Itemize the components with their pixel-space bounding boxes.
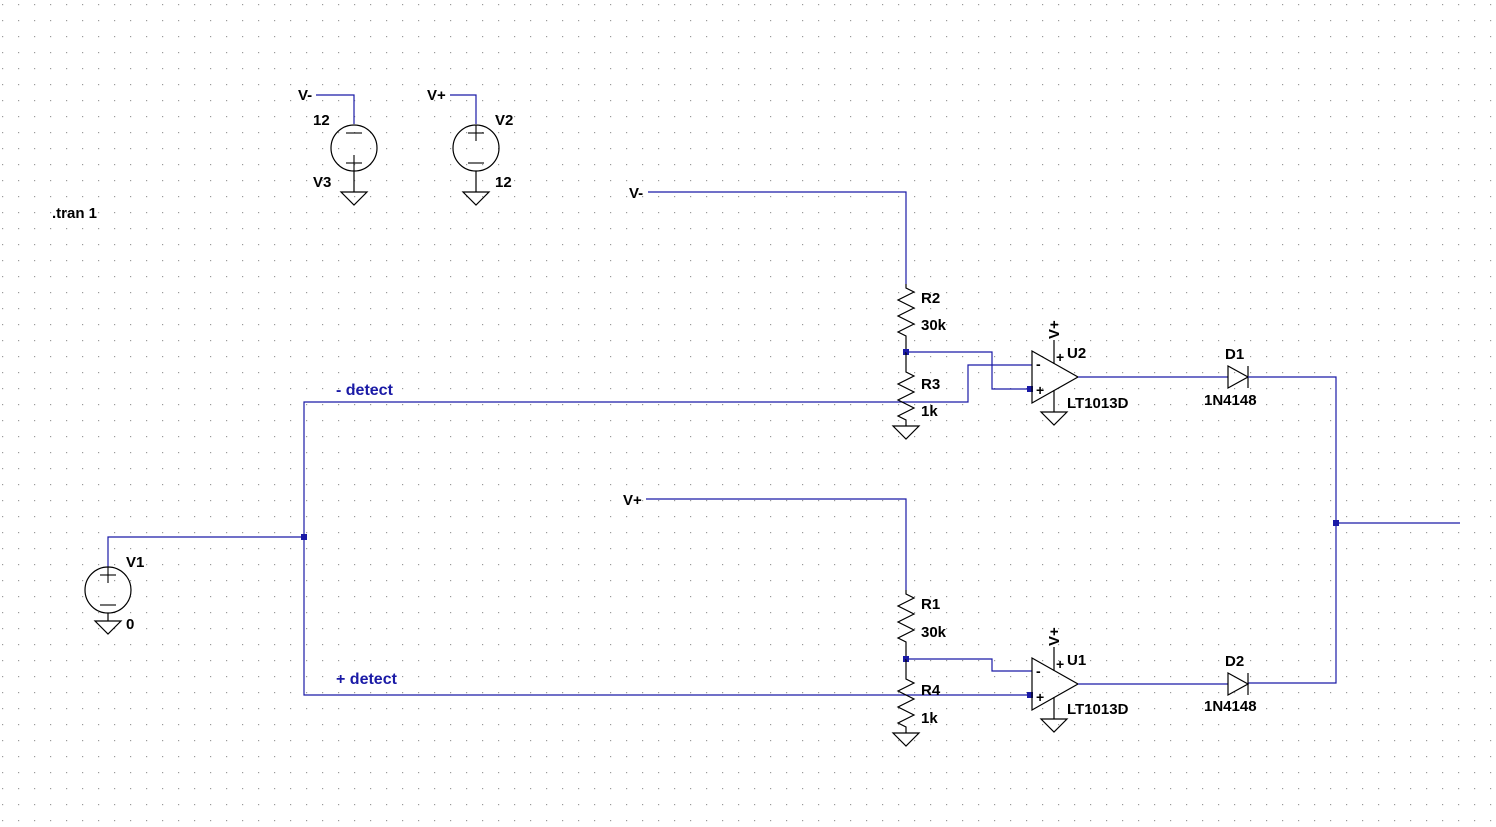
v3-name: V3 bbox=[313, 174, 331, 191]
tran-directive[interactable]: .tran 1 bbox=[52, 205, 97, 222]
v3-net-label: V- bbox=[298, 87, 312, 104]
u2-model: LT1013D bbox=[1067, 395, 1129, 412]
svg-text:+: + bbox=[1036, 382, 1044, 398]
svg-text:-: - bbox=[1036, 356, 1041, 372]
resistor-r2[interactable]: R2 30k bbox=[896, 284, 947, 352]
vplus-net-label[interactable]: V+ bbox=[623, 492, 642, 509]
source-v2[interactable]: V+ V2 12 bbox=[427, 87, 513, 206]
source-v1[interactable]: V1 0 bbox=[84, 536, 304, 635]
d2-name: D2 bbox=[1225, 653, 1244, 670]
r1-name: R1 bbox=[921, 596, 940, 613]
vminus-wire[interactable] bbox=[648, 191, 907, 284]
d2-model: 1N4148 bbox=[1204, 698, 1257, 715]
u2-supply: V+ bbox=[1046, 320, 1063, 339]
v1-name: V1 bbox=[126, 554, 144, 571]
pos-detect-wire[interactable] bbox=[303, 537, 1032, 696]
u1-supply: V+ bbox=[1046, 627, 1063, 646]
v2-name: V2 bbox=[495, 112, 513, 129]
r2-value: 30k bbox=[921, 317, 947, 334]
d1-name: D1 bbox=[1225, 346, 1244, 363]
svg-text:+: + bbox=[1036, 689, 1044, 705]
r3-value: 1k bbox=[921, 403, 938, 420]
diode-d1[interactable]: D1 1N4148 bbox=[1204, 346, 1257, 409]
junction-output bbox=[1333, 520, 1339, 526]
vplus-wire[interactable] bbox=[646, 498, 907, 590]
r3-name: R3 bbox=[921, 376, 940, 393]
r4-name: R4 bbox=[921, 682, 941, 699]
neg-detect-wire[interactable] bbox=[303, 401, 906, 537]
svg-text:+: + bbox=[1056, 349, 1064, 365]
r1-value: 30k bbox=[921, 624, 947, 641]
diode-d2[interactable]: D2 1N4148 bbox=[1204, 653, 1257, 715]
u2-name: U2 bbox=[1067, 345, 1086, 362]
d1-model: 1N4148 bbox=[1204, 392, 1257, 409]
opamp-u2[interactable]: - + V+ + U2 LT1013D bbox=[1031, 320, 1129, 426]
u1-model: LT1013D bbox=[1067, 701, 1129, 718]
svg-text:+: + bbox=[1056, 656, 1064, 672]
vminus-net-label[interactable]: V- bbox=[629, 185, 643, 202]
opamp-u1[interactable]: - + V+ + U1 LT1013D bbox=[1031, 627, 1129, 733]
v2-net-label: V+ bbox=[427, 87, 446, 104]
source-v3[interactable]: V- 12 V3 bbox=[298, 87, 378, 206]
v3-value: 12 bbox=[313, 112, 330, 129]
junction-u2-in bbox=[1027, 386, 1033, 392]
junction-input bbox=[301, 534, 307, 540]
v1-value: 0 bbox=[126, 616, 134, 633]
resistor-r1[interactable]: R1 30k bbox=[896, 590, 947, 659]
resistor-r4[interactable]: R4 1k bbox=[891, 659, 941, 747]
neg-detect-label[interactable]: - detect bbox=[336, 382, 394, 399]
svg-text:-: - bbox=[1036, 663, 1041, 679]
junction-u1-in bbox=[1027, 692, 1033, 698]
r4-value: 1k bbox=[921, 710, 938, 727]
resistor-r3[interactable]: R3 1k bbox=[891, 352, 940, 440]
u1-name: U1 bbox=[1067, 652, 1086, 669]
pos-detect-label[interactable]: + detect bbox=[336, 671, 398, 688]
v2-value: 12 bbox=[495, 174, 512, 191]
r2-name: R2 bbox=[921, 290, 940, 307]
